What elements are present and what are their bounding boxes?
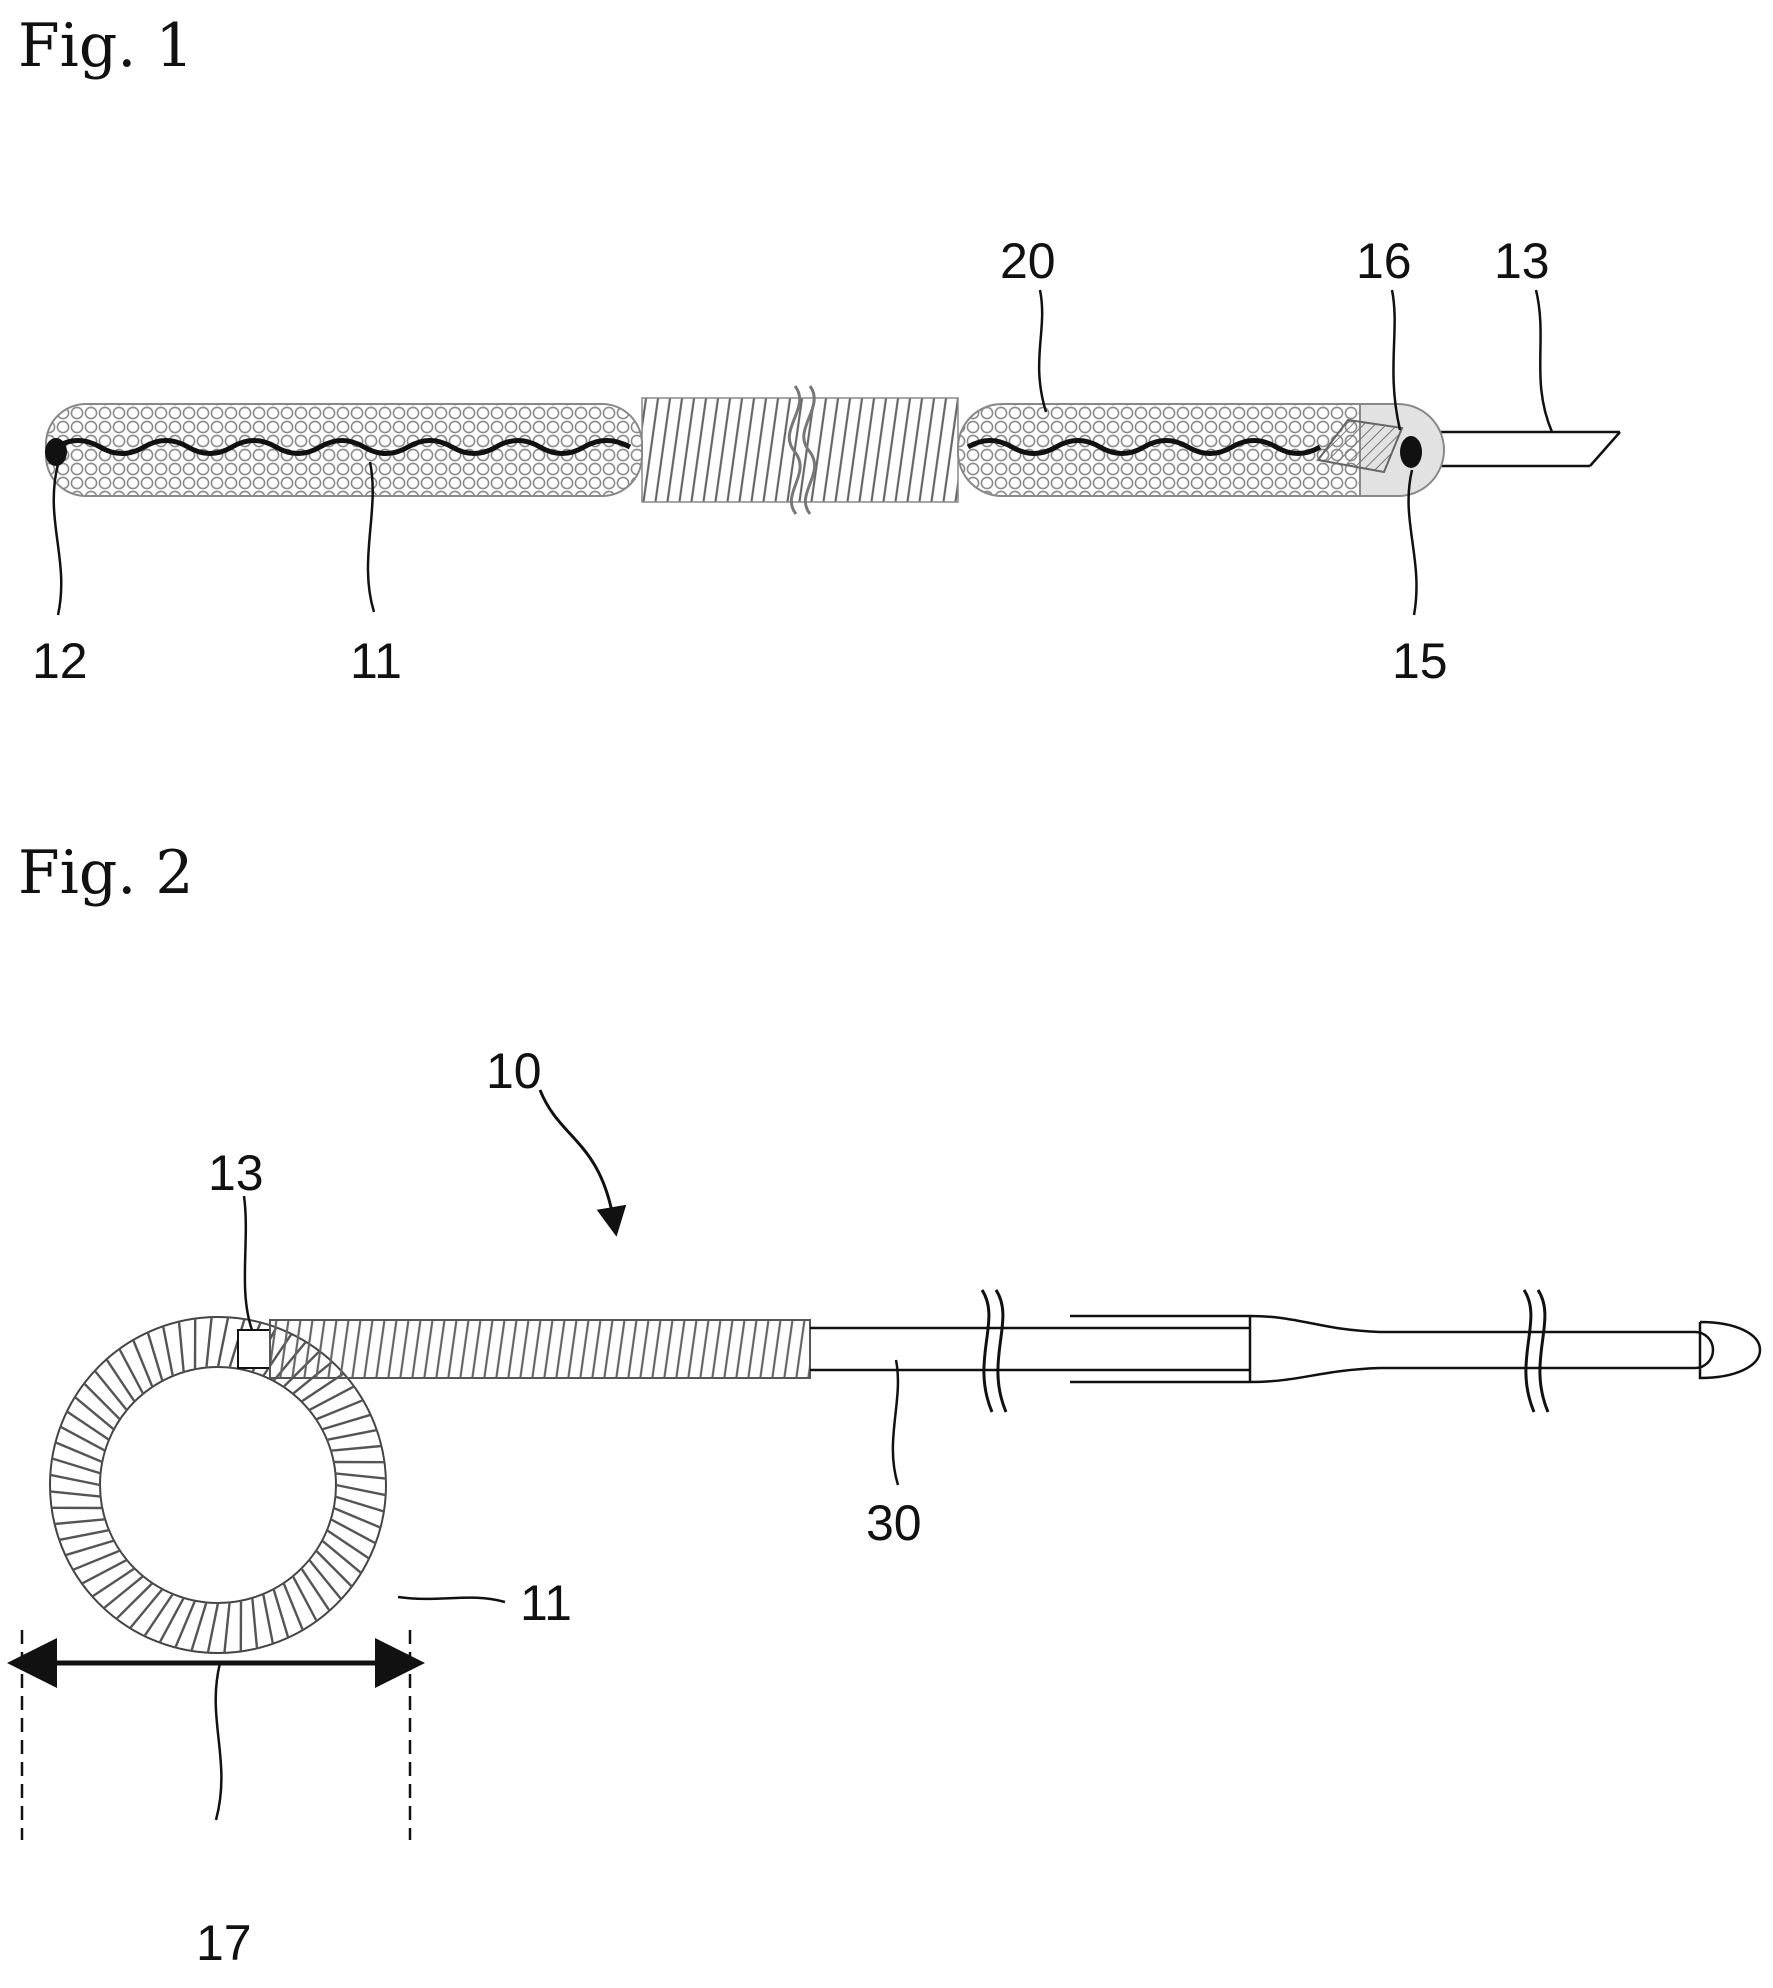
fig1-label-12: 12 xyxy=(32,633,88,689)
fig1-label-16: 16 xyxy=(1356,233,1412,289)
coil-turn xyxy=(163,1326,173,1376)
coil-turn xyxy=(206,1317,211,1368)
coil-turn xyxy=(145,1594,173,1636)
coil-turn xyxy=(92,1568,134,1596)
fig2-junction-13 xyxy=(238,1330,270,1368)
figure-1: Fig. 1 xyxy=(18,11,1620,689)
fig1-label-15: 15 xyxy=(1392,633,1448,689)
coil-turn xyxy=(50,1491,101,1496)
coil-turn xyxy=(331,1446,382,1451)
coil-turn xyxy=(67,1412,109,1440)
fig2-break-marks xyxy=(982,1290,1548,1412)
fig2-straight-coil xyxy=(270,1320,810,1378)
figure-2: Fig. 2 10 xyxy=(18,838,1760,1971)
fig1-end-bead-12 xyxy=(45,438,67,466)
fig2-leader-lines xyxy=(216,1196,898,1820)
coil-turn xyxy=(192,1602,207,1651)
coil-turn xyxy=(84,1384,120,1420)
fig2-shaft xyxy=(238,1290,1760,1412)
coil-turn xyxy=(301,1568,329,1610)
fig2-label-17: 17 xyxy=(196,1915,252,1971)
coil-turn xyxy=(335,1497,384,1512)
coil-turn xyxy=(104,1576,143,1608)
fig2-label-10: 10 xyxy=(486,1043,542,1099)
figure-2-title: Fig. 2 xyxy=(18,838,194,908)
fig2-dimension-17 xyxy=(22,1630,410,1840)
coil-turn xyxy=(179,1322,184,1373)
fig1-coil-middle xyxy=(642,398,958,502)
coil-turn xyxy=(208,1603,218,1653)
coil-turn xyxy=(336,1485,386,1495)
fig2-label-30: 30 xyxy=(866,1495,922,1551)
fig1-end-bead-15 xyxy=(1400,436,1422,468)
coil-turn xyxy=(252,1598,257,1649)
coil-turn xyxy=(224,1602,229,1653)
coil-turn xyxy=(52,1459,101,1474)
fig1-label-13: 13 xyxy=(1494,233,1550,289)
coil-turn xyxy=(309,1560,341,1599)
coil-turn xyxy=(148,1332,163,1381)
coil-turn xyxy=(65,1541,114,1556)
coil-turn xyxy=(316,1551,352,1587)
coil-turn xyxy=(117,1583,153,1619)
coil-turn xyxy=(322,1541,361,1573)
fig2-label-13: 13 xyxy=(208,1145,264,1201)
coil-turn xyxy=(327,1530,369,1558)
coil-turn xyxy=(322,1415,371,1430)
fig2-pusher-30 xyxy=(810,1316,1760,1382)
fig1-wire-13 xyxy=(1440,432,1620,466)
figure-1-title: Fig. 1 xyxy=(18,11,194,81)
coil-turn xyxy=(95,1371,127,1410)
coil-turn xyxy=(75,1397,114,1429)
coil-turn xyxy=(50,1475,100,1485)
coil-turn xyxy=(218,1317,228,1367)
fig2-label-11: 11 xyxy=(520,1575,572,1631)
fig1-device xyxy=(45,386,1620,514)
coil-turn xyxy=(130,1589,162,1628)
coil-turn xyxy=(59,1530,109,1540)
coil-turn xyxy=(335,1473,386,1478)
fig1-label-20: 20 xyxy=(1000,233,1056,289)
fig1-label-11: 11 xyxy=(350,633,402,689)
coil-turn xyxy=(327,1430,377,1440)
fig2-arrow-10 xyxy=(540,1090,614,1222)
coil-turn xyxy=(274,1589,289,1638)
coil-turn xyxy=(55,1519,106,1524)
coil-turn xyxy=(263,1594,273,1644)
coil-turn xyxy=(107,1359,135,1401)
